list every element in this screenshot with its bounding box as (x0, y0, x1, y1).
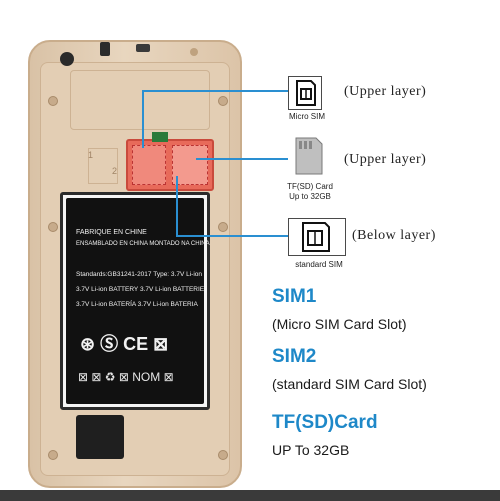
battery-label (66, 198, 204, 404)
battery-text-1: FABRIQUE EN CHINE (76, 229, 147, 236)
callout-line (176, 176, 178, 236)
battery-connector (76, 415, 124, 459)
screw (48, 222, 58, 232)
battery-text-3: Standards:GB31241-2017 Type: 3.7V Li-ion (76, 271, 202, 278)
micro-sim-label: Micro SIM (289, 112, 325, 121)
micro-sim-slot (132, 145, 166, 185)
tf-card-title: TF(SD)Card (272, 412, 378, 433)
certification-symbols: ⊛ Ⓢ CE ⊠ (80, 334, 169, 354)
sim2-title: SIM2 (272, 346, 317, 367)
sd-card-label-1: TF(SD) Card (287, 182, 333, 191)
sim2-subtitle: (standard SIM Card Slot) (272, 376, 427, 392)
standard-sim-box (288, 218, 346, 256)
headphone-jack (100, 42, 110, 56)
micro-sim-card-icon (296, 80, 316, 106)
callout-line (142, 90, 288, 92)
sensor-dot (190, 48, 198, 56)
battery-text-5: 3.7V Li-ion BATERÍA 3.7V Li-ion BATERIA (76, 301, 198, 308)
callout-line (176, 235, 288, 237)
screw (218, 450, 228, 460)
usb-port (136, 44, 150, 52)
sd-card-label-2: Up to 32GB (289, 192, 331, 201)
standard-sim-layer: (Below layer) (352, 228, 436, 243)
screw (48, 450, 58, 460)
sd-card-layer: (Upper layer) (344, 152, 427, 167)
sd-card-icon (295, 137, 323, 175)
slot-number-2: 2 (112, 166, 118, 176)
screw (218, 222, 228, 232)
sd-card-slot (172, 145, 208, 185)
recycling-symbols: ⊠ ⊠ ♻ ⊠ NOM ⊠ (78, 370, 174, 384)
callout-line (196, 158, 288, 160)
inner-rib (88, 148, 118, 184)
rear-camera (60, 52, 74, 66)
standard-sim-card-icon (302, 222, 330, 252)
callout-line (142, 90, 144, 148)
micro-sim-layer: (Upper layer) (344, 84, 427, 99)
battery-text-4: 3.7V Li-ion BATTERY 3.7V Li-ion BATTERIE (76, 286, 205, 293)
tray-contact (152, 132, 168, 142)
standard-sim-label: standard SIM (295, 260, 343, 269)
sim1-title: SIM1 (272, 286, 317, 307)
inner-rib (70, 70, 210, 130)
screw (48, 96, 58, 106)
sd-card-box (290, 136, 326, 176)
slot-number-1: 1 (88, 150, 94, 160)
tf-card-subtitle: UP To 32GB (272, 442, 350, 458)
sim1-subtitle: (Micro SIM Card Slot) (272, 316, 407, 332)
micro-sim-box (288, 76, 322, 110)
screw (218, 96, 228, 106)
battery-text-2: ENSAMBLADO EN CHINA MONTADO NA CHINA (76, 241, 210, 247)
bottom-bar (0, 490, 500, 501)
